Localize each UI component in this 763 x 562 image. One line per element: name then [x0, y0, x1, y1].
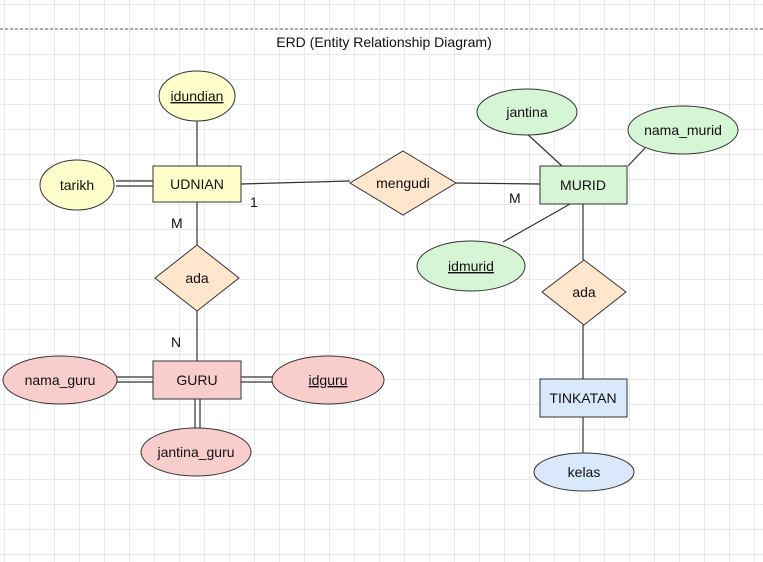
- cardinality-guru-ada: N: [171, 334, 181, 350]
- line-mengudi-murid: [455, 182, 541, 185]
- attribute-idmurid[interactable]: idmurid: [416, 240, 526, 292]
- attribute-label: tarikh: [60, 177, 94, 193]
- attribute-idguru[interactable]: idguru: [271, 355, 385, 405]
- relationship-label: ada: [185, 270, 209, 286]
- entity-guru[interactable]: GURU: [152, 360, 242, 400]
- entity-murid[interactable]: MURID: [539, 165, 628, 205]
- relationship-ada-tinkatan[interactable]: ada: [541, 259, 627, 326]
- entity-tinkatan[interactable]: TINKATAN: [539, 378, 628, 418]
- cardinality-murid-mengudi: M: [509, 190, 521, 206]
- attribute-label: nama_murid: [644, 122, 722, 138]
- line-udnian-mengudi: [240, 180, 351, 185]
- attribute-label: jantina_guru: [156, 444, 234, 460]
- entity-label: TINKATAN: [549, 390, 616, 406]
- attribute-label: idmurid: [448, 258, 494, 274]
- relationship-label: mengudi: [376, 175, 430, 191]
- connectors: [116, 120, 646, 456]
- attribute-jantina[interactable]: jantina: [476, 88, 578, 136]
- attribute-nama-guru[interactable]: nama_guru: [2, 355, 118, 405]
- attribute-label: idundian: [171, 88, 224, 104]
- line-jantina-murid: [524, 131, 563, 167]
- attribute-nama-murid[interactable]: nama_murid: [627, 105, 739, 155]
- cardinality-udnian-ada: M: [171, 215, 183, 231]
- entity-label: MURID: [560, 177, 606, 193]
- attribute-jantina-guru[interactable]: jantina_guru: [140, 427, 252, 477]
- attribute-label: idguru: [309, 372, 348, 388]
- diagram-title: ERD (Entity Relationship Diagram): [276, 34, 492, 50]
- relationship-label: ada: [572, 284, 596, 300]
- attribute-tarikh[interactable]: tarikh: [39, 159, 115, 211]
- attribute-label: nama_guru: [25, 372, 96, 388]
- entity-label: UDNIAN: [170, 176, 224, 192]
- attribute-label: kelas: [568, 464, 601, 480]
- attribute-idundian[interactable]: idundian: [158, 70, 236, 122]
- relationship-mengudi[interactable]: mengudi: [349, 150, 457, 216]
- entity-label: GURU: [176, 372, 217, 388]
- entity-udnian[interactable]: UDNIAN: [152, 165, 242, 203]
- relationship-ada-guru[interactable]: ada: [154, 244, 240, 312]
- attribute-label: jantina: [505, 104, 547, 120]
- line-idmurid-murid: [502, 203, 571, 243]
- attribute-kelas[interactable]: kelas: [533, 452, 635, 492]
- cardinality-udnian-mengudi: 1: [250, 194, 258, 210]
- line-namamurid-murid: [627, 147, 646, 167]
